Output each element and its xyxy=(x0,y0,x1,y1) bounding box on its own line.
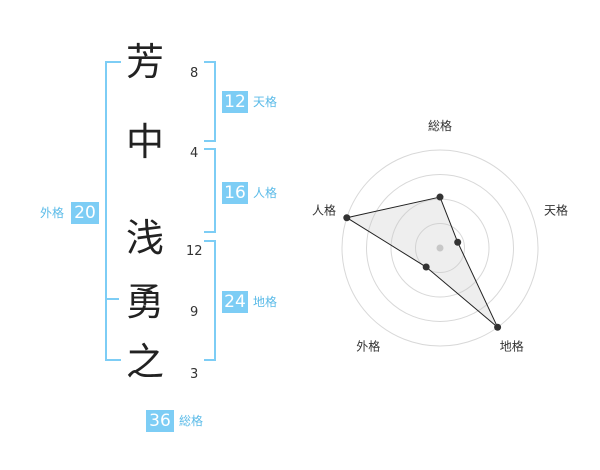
name-char-3: 浅 xyxy=(125,216,164,260)
name-char-1: 芳 xyxy=(125,40,164,84)
ten-fortune-value: 12 xyxy=(222,91,248,113)
chi-bracket xyxy=(204,240,216,361)
gai-fortune-label: 外格 xyxy=(40,206,65,220)
chi-fortune-label: 地格 xyxy=(253,295,278,309)
radar-ring xyxy=(366,174,514,322)
outer-bracket-tick xyxy=(105,298,119,300)
radar-ring xyxy=(341,149,539,347)
gai-fortune-value: 20 xyxy=(71,202,99,224)
radar-data-point xyxy=(454,238,462,246)
radar-axis-label: 総格 xyxy=(428,118,452,133)
radar-data-point xyxy=(436,193,444,201)
radar-axis-label: 外格 xyxy=(356,339,380,354)
stroke-count-1: 8 xyxy=(190,66,199,81)
radar-data-point xyxy=(494,323,502,331)
ten-bracket xyxy=(204,61,216,142)
radar-axis-label: 地格 xyxy=(500,339,524,354)
stroke-count-5: 3 xyxy=(190,367,199,382)
name-char-4: 勇 xyxy=(125,280,164,324)
radar-axis-label: 人格 xyxy=(312,202,336,217)
radar-data-point xyxy=(343,214,351,222)
ten-fortune-label: 天格 xyxy=(253,95,278,109)
jin-bracket xyxy=(204,148,216,233)
radar-ring xyxy=(415,223,465,273)
jin-fortune-value: 16 xyxy=(222,182,248,204)
jin-fortune-label: 人格 xyxy=(253,186,278,200)
stroke-count-2: 4 xyxy=(190,146,199,161)
radar-series-polygon xyxy=(345,196,499,328)
radar-center-dot xyxy=(436,244,444,252)
stroke-count-4: 9 xyxy=(190,305,199,320)
name-char-2: 中 xyxy=(125,120,164,164)
radar-data-point xyxy=(422,263,430,271)
name-char-5: 之 xyxy=(125,340,164,384)
outer-bracket xyxy=(105,61,121,361)
chi-fortune-value: 24 xyxy=(222,291,248,313)
radar-axis-label: 天格 xyxy=(544,202,568,217)
stroke-count-3: 12 xyxy=(186,244,203,259)
sou-fortune-value: 36 xyxy=(146,410,174,432)
sou-fortune-label: 総格 xyxy=(179,414,204,428)
